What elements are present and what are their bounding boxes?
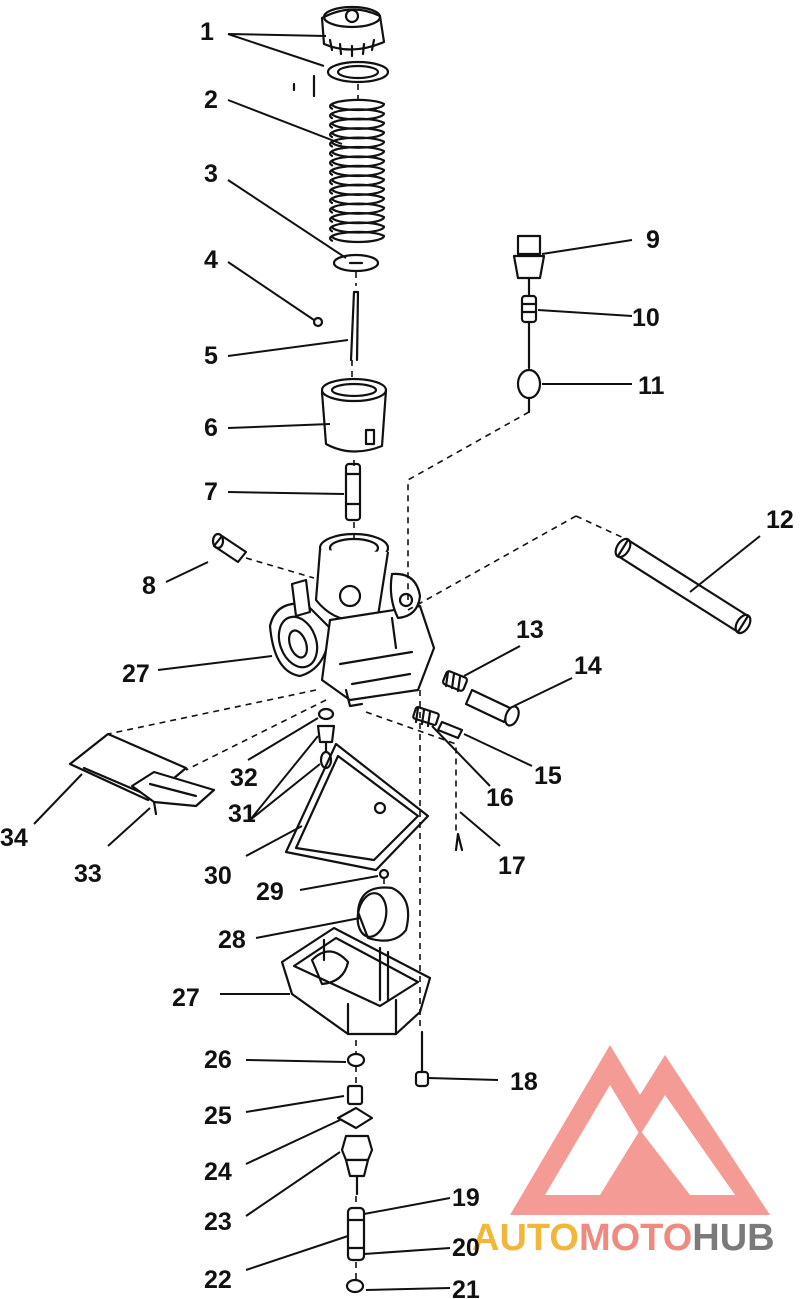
part-plug [211, 532, 248, 564]
callout-10: 10 [632, 304, 660, 332]
part-bowl-screw [414, 1030, 430, 1088]
part-vent-tube [614, 537, 752, 635]
assembly-lines [107, 84, 629, 1280]
callout-29: 29 [256, 878, 284, 906]
part-spring [329, 98, 386, 244]
callout-33: 33 [74, 860, 102, 888]
callout-2: 2 [204, 86, 218, 114]
part-jet-holder [340, 1134, 374, 1196]
callout-6: 6 [204, 414, 218, 442]
part-needle-jet [344, 462, 362, 522]
callout-32: 32 [230, 764, 258, 792]
watermark-auto: AUTO [472, 1217, 579, 1259]
callout-27-bowl: 27 [172, 984, 200, 1012]
part-throttle-stop-screw [412, 706, 464, 740]
part-float-bowl-gasket [284, 742, 430, 872]
part-drain-washer [346, 1052, 366, 1068]
callout-labels: 1 2 3 4 5 6 7 8 9 10 11 12 13 14 15 16 1… [0, 18, 794, 1299]
part-carburetor-body [268, 532, 436, 708]
part-jet-needle [349, 290, 360, 362]
callout-19: 19 [452, 1184, 480, 1212]
callout-16: 16 [486, 784, 514, 812]
callout-24: 24 [204, 1158, 232, 1186]
callout-3: 3 [204, 160, 218, 188]
callout-27-body: 27 [122, 660, 150, 688]
callout-14: 14 [574, 652, 602, 680]
part-pilot-jet [316, 707, 336, 770]
callout-9: 9 [646, 226, 660, 254]
callout-7: 7 [204, 478, 218, 506]
part-e-clip [312, 316, 324, 328]
callout-12: 12 [766, 506, 794, 534]
callout-23: 23 [204, 1208, 232, 1236]
callout-22: 22 [204, 1266, 232, 1294]
watermark-moto: MOTO [579, 1217, 692, 1259]
watermark-hub: HUB [692, 1217, 774, 1259]
callout-26: 26 [204, 1046, 232, 1074]
callout-4: 4 [204, 246, 218, 274]
part-drain-tube [346, 1206, 366, 1262]
automotohub-logo-icon [510, 1045, 770, 1215]
watermark-text: AUTOMOTOHUB [472, 1217, 775, 1259]
callout-34: 34 [0, 824, 28, 852]
leader-lines [33, 33, 761, 1291]
callout-18: 18 [510, 1068, 538, 1096]
callout-1: 1 [200, 18, 214, 46]
callout-17: 17 [498, 852, 526, 880]
callout-30: 30 [204, 862, 232, 890]
callout-21: 21 [452, 1276, 480, 1299]
callout-31: 31 [228, 800, 256, 828]
part-cable-adjuster [512, 234, 546, 414]
callout-25: 25 [204, 1102, 232, 1130]
part-throttle-valve [320, 377, 388, 453]
callout-11: 11 [638, 372, 665, 400]
callout-20: 20 [452, 1234, 480, 1262]
callout-15: 15 [534, 762, 562, 790]
part-needle-clip [332, 253, 380, 273]
part-float [356, 886, 410, 942]
part-float-pin [378, 868, 390, 880]
part-bracket [68, 732, 216, 816]
part-main-jet [346, 1084, 364, 1106]
mark [292, 74, 316, 98]
part-drain-cap [345, 1278, 365, 1294]
part-hose-fitting [454, 832, 464, 852]
callout-8: 8 [142, 572, 156, 600]
part-jet-washer [336, 1106, 374, 1130]
callout-5: 5 [204, 342, 218, 370]
part-pilot-screw [441, 670, 520, 727]
callout-28: 28 [218, 926, 246, 954]
part-float-bowl [280, 926, 432, 1036]
callout-13: 13 [516, 616, 544, 644]
part-cap [320, 5, 390, 84]
